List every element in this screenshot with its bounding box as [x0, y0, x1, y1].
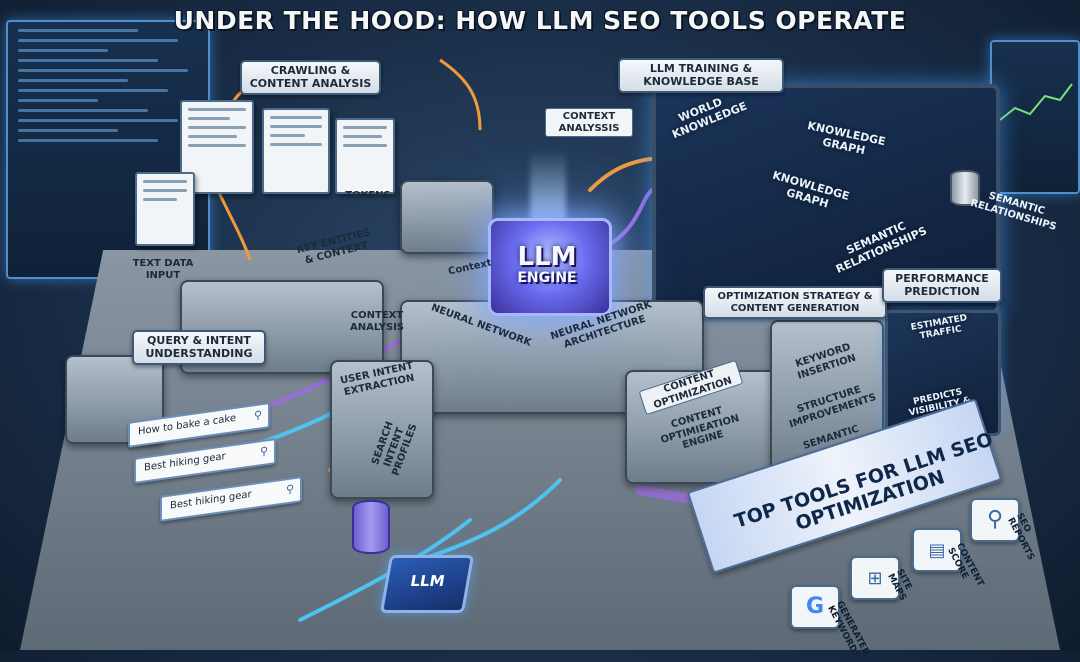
page-title: UNDER THE HOOD: HOW LLM SEO TOOLS OPERAT… [173, 6, 907, 35]
tokenizer-machine [400, 180, 494, 254]
intent-extraction-machine [330, 360, 434, 499]
search-query-2: Best hiking gear [144, 451, 226, 474]
tool-tile-site-maps[interactable]: ⊞ [850, 556, 900, 600]
chip-label: LLM [408, 572, 447, 590]
db-icon [950, 170, 980, 206]
content-score-icon: ▤ [928, 540, 946, 561]
optimization-strategy-label: OPTIMIZATION STRATEGY & CONTENT GENERATI… [703, 286, 887, 319]
google-logo-icon: G [805, 594, 825, 619]
crawling-label: CRAWLING & CONTENT ANALYSIS [240, 60, 381, 96]
search-icon: ⚲ [285, 482, 294, 497]
context-analysis-label: CONTEXT ANALYSIS [349, 310, 405, 333]
report-doc [335, 118, 395, 194]
llm-engine-cube [488, 218, 612, 316]
performance-prediction-label: PERFORMANCE PREDICTION [882, 268, 1002, 304]
article-doc [262, 108, 330, 194]
training-label: LLM TRAINING & KNOWLEDGE BASE [618, 58, 784, 94]
code-screen-left [6, 20, 210, 279]
tokens-label: TOKENS [345, 190, 391, 201]
search-query-3: Best hiking gear [170, 489, 252, 512]
query-intent-label: QUERY & INTENT UNDERSTANDING [132, 330, 266, 366]
magnifier-icon: ⚲ [986, 507, 1004, 532]
tool-tile-generated-keywords[interactable]: G [790, 585, 840, 629]
search-icon: ⚲ [259, 444, 268, 459]
llm-engine-label: LLM ENGINE [488, 244, 606, 286]
energy-beam [530, 150, 566, 230]
tool-tile-seo-reports[interactable]: ⚲ [970, 498, 1020, 542]
text-data-doc [135, 172, 195, 246]
database-cylinder [352, 500, 390, 554]
tool-tile-content-score[interactable]: ▤ [912, 528, 962, 572]
search-icon: ⚲ [253, 408, 262, 423]
sitemap-icon: ⊞ [867, 568, 883, 589]
engine-line1: LLM [517, 242, 577, 272]
text-data-input-label: TEXT DATA INPUT [132, 258, 194, 281]
context-analysis-top-label: CONTEXT ANALYSSIS [545, 108, 633, 137]
llm-chip: LLM [379, 555, 475, 613]
engine-line2: ENGINE [517, 270, 577, 286]
